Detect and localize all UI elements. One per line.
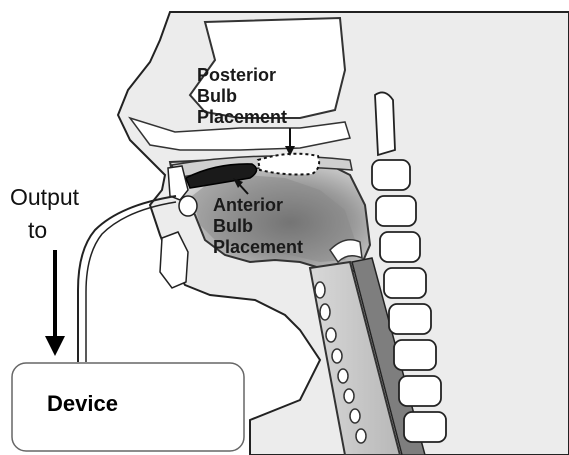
output-arrow-head [45, 336, 65, 356]
output-label-line1: Output [10, 184, 80, 210]
posterior-label-line1: Posterior [197, 65, 276, 85]
posterior-label-line2: Bulb [197, 86, 237, 106]
posterior-label-line3: Placement [197, 107, 287, 127]
device-label: Device [47, 391, 118, 416]
anterior-label-line2: Bulb [213, 216, 253, 236]
anterior-label-line1: Anterior [213, 195, 283, 215]
output-label-line2: to [28, 217, 47, 243]
anterior-label-line3: Placement [213, 237, 303, 257]
lower-lip [179, 196, 197, 216]
